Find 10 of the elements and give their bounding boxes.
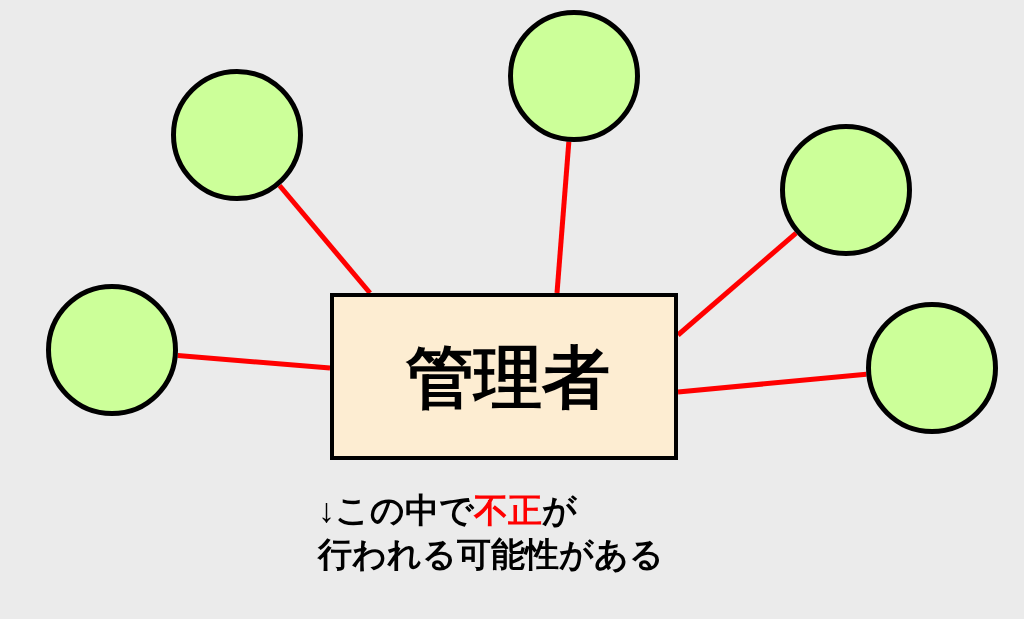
box-title: 管理者 bbox=[405, 342, 610, 411]
note-text: 行われる可能性がある bbox=[318, 534, 664, 575]
process-box bbox=[330, 293, 678, 460]
connector-line bbox=[277, 183, 372, 295]
note-text: 不正 bbox=[474, 490, 542, 531]
connector-line bbox=[177, 352, 331, 371]
note-text: ↓この中で bbox=[318, 490, 474, 531]
connector-line bbox=[554, 141, 572, 294]
connector-line bbox=[677, 371, 867, 395]
note-text: が bbox=[542, 490, 577, 531]
